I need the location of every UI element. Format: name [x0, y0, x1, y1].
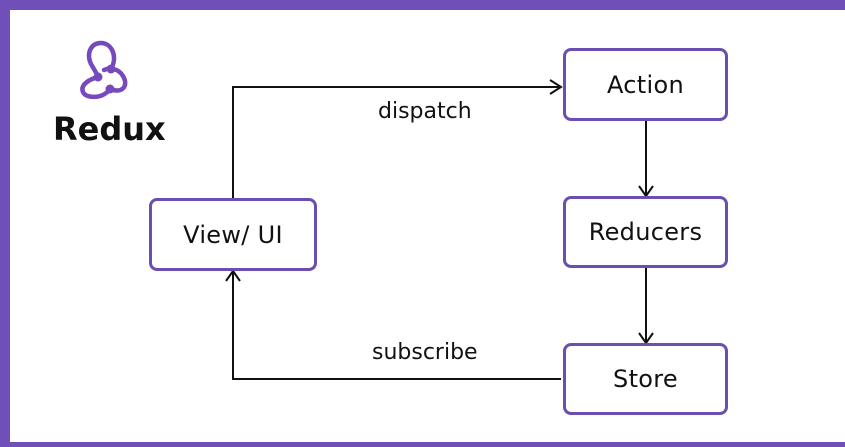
dispatch-label: dispatch — [378, 99, 472, 124]
brand-title: Redux — [53, 110, 166, 148]
subscribe-arrow — [232, 271, 561, 380]
redux-logo-icon — [80, 40, 128, 100]
view-ui-node: View/ UI — [149, 198, 317, 271]
action-node: Action — [563, 48, 728, 121]
subscribe-label: subscribe — [372, 340, 478, 365]
reducers-node: Reducers — [563, 196, 728, 268]
store-node: Store — [563, 343, 728, 415]
dispatch-arrow — [232, 86, 561, 198]
